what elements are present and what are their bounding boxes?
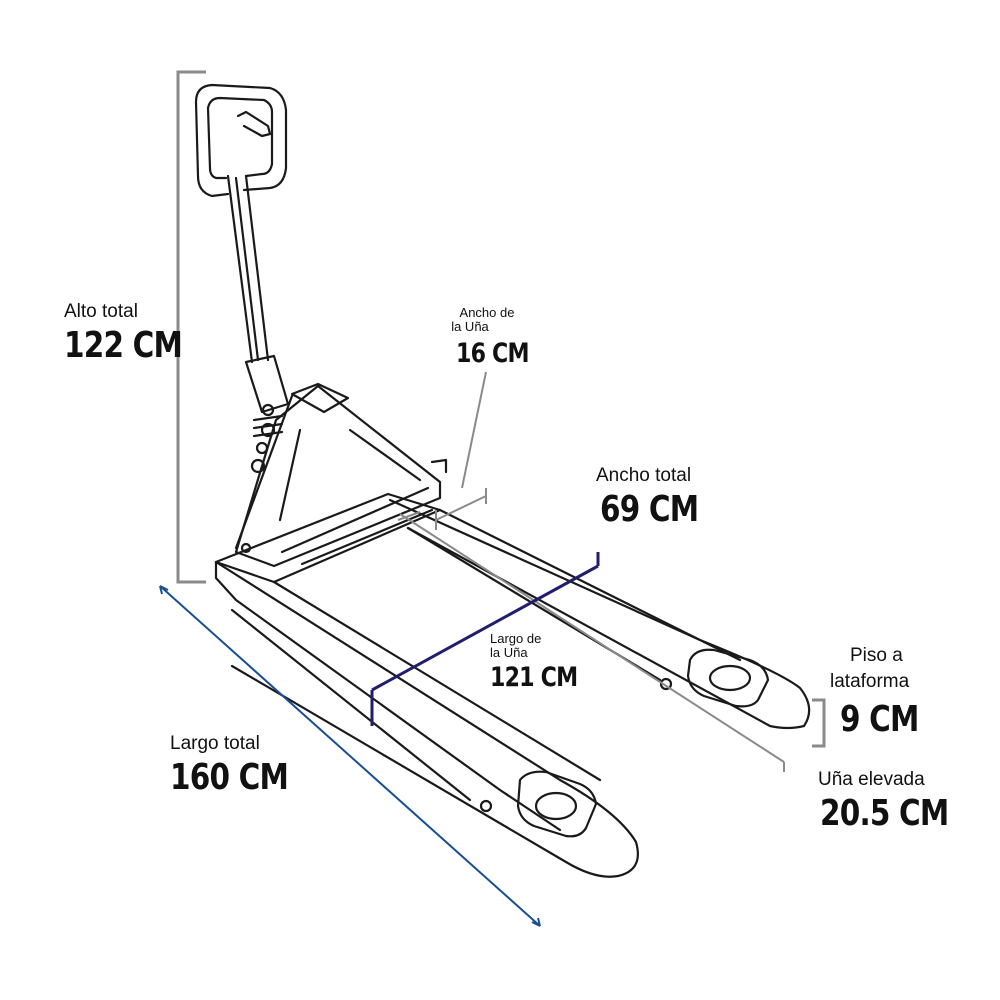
right-fork-wheel-well [686, 648, 770, 708]
base-platform-inner [300, 508, 434, 566]
handle-grip [194, 83, 288, 198]
largo-una-label-line1: Largo de [490, 631, 542, 646]
chassis-left-face [234, 394, 294, 550]
chassis-top [290, 382, 350, 414]
left-fork-wheel-well [516, 770, 598, 838]
left-fork-side [230, 608, 472, 802]
chassis-slot-2 [348, 428, 422, 482]
una-elevada-value: 20.5 CM [820, 793, 949, 834]
ancho-total-value: 69 CM [600, 489, 699, 530]
largo-total-arrow [159, 585, 541, 927]
left-fork-pin [479, 799, 493, 813]
ancho-una-leader [435, 371, 487, 530]
handle-shaft-right [244, 174, 270, 362]
handle-grip-inner [206, 96, 274, 180]
largo-una-label-line2: la Uña [490, 645, 528, 660]
largo-una-value: 121 CM [490, 662, 578, 693]
joint-wheel [250, 458, 266, 474]
ancho-una-label-line2: la Uña [451, 319, 489, 334]
piso-plataforma-bracket [812, 698, 826, 748]
alto-total-bracket [176, 70, 206, 584]
alto-total-value: 122 CM [64, 325, 183, 366]
left-fork-outer [214, 560, 562, 832]
ancho-total-line [370, 552, 600, 726]
pallet-jack-illustration [194, 83, 811, 878]
right-fork-wheel [708, 664, 752, 692]
joint-pin-1 [261, 403, 275, 417]
handle-shaft-center [234, 176, 260, 362]
ancho-una-label-line1: Ancho de [459, 305, 515, 320]
ancho-total-label: Ancho total [596, 465, 692, 486]
chassis-axle [430, 458, 448, 474]
chassis-slot-1 [278, 428, 302, 522]
piso-plataforma-label-line2: lataforma [830, 671, 910, 692]
una-elevada-label: Uña elevada [818, 769, 925, 790]
piso-plataforma-value: 9 CM [840, 699, 919, 740]
right-fork-top [388, 498, 811, 730]
largo-total-label: Largo total [170, 733, 260, 754]
alto-total-label: Alto total [64, 301, 138, 322]
right-fork-inner [438, 508, 742, 662]
handle-shaft-left [226, 174, 254, 364]
left-fork-inner-edge [272, 580, 602, 782]
right-fork-pin [659, 677, 673, 691]
handle-lever [236, 110, 272, 138]
chassis-front-face [234, 384, 442, 568]
largo-total-value: 160 CM [170, 757, 289, 798]
left-fork-top [214, 560, 639, 878]
largo-una-line [397, 511, 785, 772]
handle-joint [244, 354, 290, 414]
left-fork-wheel [534, 791, 578, 821]
piso-plataforma-label-line1: Piso a [850, 645, 903, 666]
ancho-una-value: 16 CM [456, 338, 530, 369]
